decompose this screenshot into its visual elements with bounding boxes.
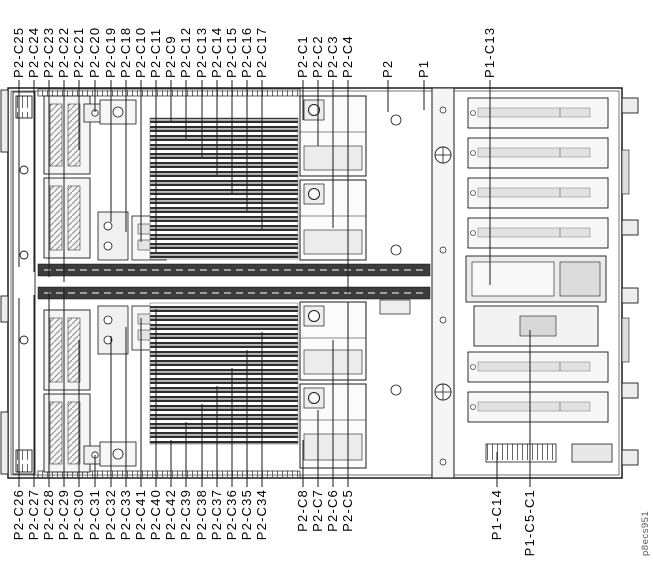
screw-icon (112, 448, 124, 460)
label-p2-c23: P2-C23 (41, 27, 56, 78)
screw-icon (439, 316, 447, 324)
screw-icon (308, 310, 320, 322)
label-p2-c42: P2-C42 (163, 489, 178, 540)
screw-icon (308, 188, 320, 200)
label-p2-c8: P2-C8 (295, 489, 310, 532)
label-p2-c4: P2-C4 (340, 35, 355, 78)
label-p2-c34: P2-C34 (254, 489, 269, 540)
screw-icon (19, 250, 29, 260)
label-p2-c7: P2-C7 (310, 489, 325, 532)
component-p1-c14 (485, 443, 557, 463)
label-p2-c2: P2-C2 (310, 35, 325, 78)
label-p2-c5: P2-C5 (340, 489, 355, 532)
screw-icon (390, 244, 402, 256)
label-p2-c20: P2-C20 (87, 27, 102, 78)
label-p2-c14: P2-C14 (209, 27, 224, 78)
label-p2: P2 (380, 60, 395, 78)
label-p1: P1 (416, 60, 431, 78)
label-p2-c35: P2-C35 (239, 489, 254, 540)
label-p2-c3: P2-C3 (325, 35, 340, 78)
chassis-inner-line (10, 90, 620, 476)
component-p1-c5-c1 (473, 305, 599, 347)
screw-icon (390, 384, 402, 396)
label-p2-c41: P2-C41 (133, 489, 148, 540)
callout-labels-bottom: P2-C26 P2-C27 P2-C28 P2-C29 P2-C30 P2-C3… (11, 489, 537, 556)
pcie-slot (467, 137, 609, 169)
label-p2-c17: P2-C17 (254, 27, 269, 78)
pcie-slot (467, 97, 609, 129)
label-p1-c13: P1-C13 (482, 27, 497, 78)
screw-icon (112, 106, 124, 118)
label-p2-c9: P2-C9 (163, 35, 178, 78)
open-board-area (379, 114, 411, 396)
label-p2-c13: P2-C13 (194, 27, 209, 78)
label-p2-c36: P2-C36 (224, 489, 239, 540)
left-edge-strip (12, 91, 36, 475)
component-p1-c13 (465, 255, 607, 303)
label-p2-c26: P2-C26 (11, 489, 26, 540)
pcie-slot-area (465, 97, 613, 463)
center-connector-bar (37, 286, 431, 300)
label-p2-c22: P2-C22 (56, 27, 71, 78)
screw-icon (308, 104, 320, 116)
pcie-slot (467, 351, 609, 383)
screw-icon (439, 106, 447, 114)
leader-lines-top (18, 80, 491, 293)
pcie-slot (467, 217, 609, 249)
screw-icon (439, 246, 447, 254)
board-rails (37, 88, 301, 479)
figure-id-watermark: p8ecs951 (640, 511, 651, 556)
label-p2-c28: P2-C28 (41, 489, 56, 540)
rear-connector (571, 443, 613, 463)
label-p2-c37: P2-C37 (209, 489, 224, 540)
board-divider-rail (431, 87, 455, 479)
dimm-bank-upper (149, 117, 299, 260)
center-connector-bar (37, 263, 431, 277)
top-rail (37, 88, 301, 97)
label-p2-c30: P2-C30 (71, 489, 86, 540)
label-p2-c1: P2-C1 (295, 35, 310, 78)
callout-labels-top: P2-C25 P2-C24 P2-C23 P2-C22 P2-C21 P2-C2… (11, 27, 497, 78)
label-p2-c31: P2-C31 (87, 489, 102, 540)
label-p2-c18: P2-C18 (118, 27, 133, 78)
label-p1-c5-c1: P1-C5-C1 (522, 489, 537, 556)
label-p2-c25: P2-C25 (11, 27, 26, 78)
screw-icon (19, 165, 29, 175)
label-p2-c11: P2-C11 (148, 28, 163, 78)
screw-icon (308, 392, 320, 404)
label-p2-c39: P2-C39 (178, 489, 193, 540)
label-p2-c24: P2-C24 (26, 27, 41, 78)
label-p2-c16: P2-C16 (239, 27, 254, 78)
label-p2-c38: P2-C38 (194, 489, 209, 540)
pcie-slot (467, 391, 609, 423)
leader-lines-bottom (18, 289, 531, 487)
screw-icon (19, 335, 29, 345)
bottom-rail (37, 470, 301, 479)
label-p2-c40: P2-C40 (148, 489, 163, 540)
label-p2-c19: P2-C19 (103, 27, 118, 78)
front-edge-flanges (0, 89, 9, 475)
label-p2-c21: P2-C21 (71, 27, 86, 78)
pcie-slot (467, 177, 609, 209)
label-p2-c32: P2-C32 (103, 489, 118, 540)
rear-edge-tabs (621, 97, 639, 466)
label-p2-c6: P2-C6 (325, 489, 340, 532)
center-connectors (37, 263, 431, 300)
screw-icon (439, 458, 447, 466)
label-p2-c12: P2-C12 (178, 27, 193, 78)
front-connector-top (15, 95, 33, 119)
label-p2-c15: P2-C15 (224, 27, 239, 78)
screw-icon (390, 114, 402, 126)
dimm-bank-lower (149, 302, 299, 445)
label-p2-c10: P2-C10 (133, 27, 148, 78)
label-p2-c27: P2-C27 (26, 489, 41, 540)
front-connector-bottom (15, 449, 33, 473)
label-p1-c14: P1-C14 (489, 489, 504, 540)
vrm-modules (43, 95, 91, 473)
label-p2-c29: P2-C29 (56, 489, 71, 540)
memory-banks (149, 117, 299, 445)
label-p2-c33: P2-C33 (118, 489, 133, 540)
